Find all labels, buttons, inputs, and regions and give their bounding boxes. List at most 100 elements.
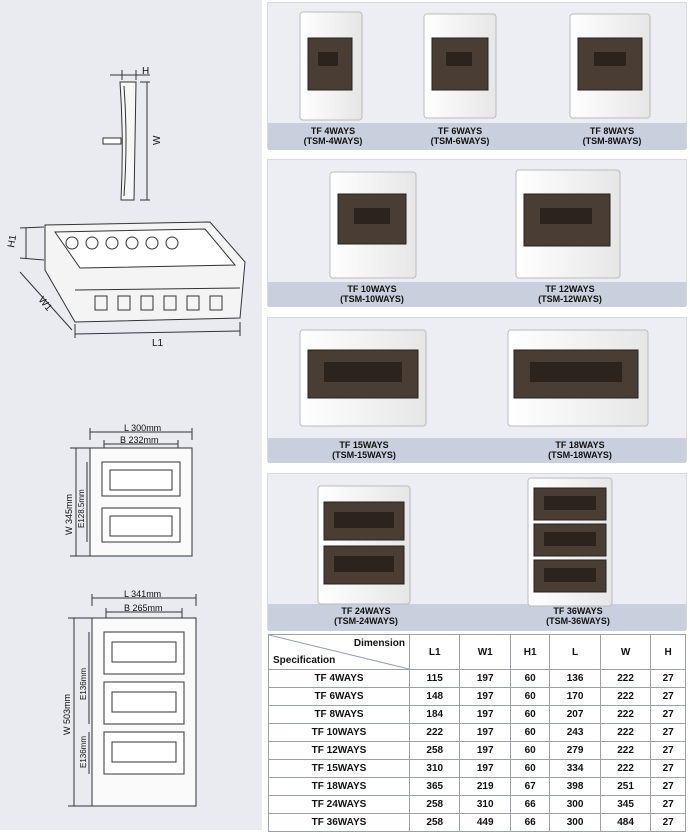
column-header: W1 <box>459 634 511 670</box>
caption-strip <box>268 123 686 150</box>
table-cell-value: 197 <box>459 723 511 742</box>
table-cell-value: 27 <box>650 723 686 742</box>
table-cell-value: 60 <box>509 705 551 724</box>
technical-drawings-panel: H W H1 W1 L1 <box>0 0 262 830</box>
table-cell-value: 222 <box>599 741 652 760</box>
product-image-10ways <box>329 171 417 279</box>
product-image-4ways <box>299 11 363 121</box>
table-cell-model: TF 8WAYS <box>268 705 410 724</box>
table-cell-value: 184 <box>408 705 461 724</box>
table-cell-value: 197 <box>459 687 511 706</box>
table-cell-value: 27 <box>650 705 686 724</box>
table-cell-model: TF 4WAYS <box>268 669 410 688</box>
iso-h1-label: H1 <box>6 234 19 249</box>
table-cell-value: 222 <box>599 705 652 724</box>
side-view-h-label: H <box>142 66 149 77</box>
product-image-36ways <box>527 477 613 607</box>
table-cell-value: 222 <box>599 759 652 778</box>
table-cell-value: 27 <box>650 741 686 760</box>
table-cell-model: TF 36WAYS <box>268 813 410 832</box>
table-cell-model: TF 12WAYS <box>268 741 410 760</box>
table-cell-value: 170 <box>549 687 601 706</box>
table-cell-model: TF 10WAYS <box>268 723 410 742</box>
table-cell-value: 258 <box>408 813 461 832</box>
column-header: L <box>549 634 601 670</box>
table-header-row: Dimension Specification L1 W1 H1 L W H <box>268 634 686 670</box>
table-cell-value: 197 <box>459 759 511 778</box>
column-header: W <box>599 634 652 670</box>
column-header: H <box>650 634 686 670</box>
table-cell-value: 66 <box>509 795 551 814</box>
table-cell-value: 365 <box>408 777 461 796</box>
table-cell-model: TF 15WAYS <box>268 759 410 778</box>
table-cell-value: 27 <box>650 795 686 814</box>
table-cell-value: 300 <box>549 813 601 832</box>
front-view-two-row-drawing: L 300mm B 232mm W 345mm E128.5mm <box>64 423 193 557</box>
table-cell-value: 60 <box>509 669 551 688</box>
table-cell-value: 27 <box>650 777 686 796</box>
front3-w-label: W 503mm <box>62 694 72 735</box>
front3-l-label: L 341mm <box>124 589 161 599</box>
table-cell-value: 207 <box>549 705 601 724</box>
table-cell-value: 258 <box>408 795 461 814</box>
table-cell-value: 60 <box>509 759 551 778</box>
table-cell-value: 197 <box>459 741 511 760</box>
table-cell-value: 66 <box>509 813 551 832</box>
caption-6ways: TF 6WAYS(TSM-6WAYS) <box>430 126 490 146</box>
product-image-24ways <box>317 485 411 605</box>
caption-24ways: TF 24WAYS(TSM-24WAYS) <box>334 606 398 626</box>
table-cell-value: 310 <box>459 795 511 814</box>
column-header: H1 <box>509 634 551 670</box>
side-view-w-label: W <box>152 135 163 145</box>
caption-12ways: TF 12WAYS(TSM-12WAYS) <box>538 284 602 304</box>
front2-l-label: L 300mm <box>124 423 161 433</box>
table-cell-value: 222 <box>599 669 652 688</box>
table-cell-value: 279 <box>549 741 601 760</box>
table-cell-value: 219 <box>459 777 511 796</box>
table-cell-value: 222 <box>408 723 461 742</box>
caption-36ways: TF 36WAYS(TSM-36WAYS) <box>546 606 610 626</box>
table-cell-model: TF 6WAYS <box>268 687 410 706</box>
table-cell-value: 27 <box>650 813 686 832</box>
table-cell-value: 148 <box>408 687 461 706</box>
table-cell-value: 310 <box>408 759 461 778</box>
table-cell-value: 484 <box>599 813 652 832</box>
table-cell-value: 60 <box>509 723 551 742</box>
table-cell-value: 27 <box>650 669 686 688</box>
table-cell-value: 197 <box>459 705 511 724</box>
caption-strip <box>268 282 686 307</box>
front2-b-label: B 232mm <box>120 435 159 445</box>
table-cell-value: 251 <box>599 777 652 796</box>
table-cell-value: 449 <box>459 813 511 832</box>
table-cell-value: 197 <box>459 669 511 688</box>
front2-e-label: E128.5mm <box>77 489 86 528</box>
caption-strip <box>268 604 686 631</box>
isometric-view-drawing: H1 W1 L1 <box>6 221 246 349</box>
table-cell-model: TF 18WAYS <box>268 777 410 796</box>
table-cell-value: 222 <box>599 687 652 706</box>
caption-8ways: TF 8WAYS(TSM-8WAYS) <box>582 126 642 146</box>
table-cell-value: 258 <box>408 741 461 760</box>
front3-e1-label: E136mm <box>79 668 88 700</box>
table-cell-value: 243 <box>549 723 601 742</box>
table-cell-value: 300 <box>549 795 601 814</box>
table-cell-value: 27 <box>650 687 686 706</box>
table-corner-cell: Dimension Specification <box>268 634 410 670</box>
table-cell-value: 60 <box>509 741 551 760</box>
product-image-18ways <box>507 329 649 427</box>
caption-18ways: TF 18WAYS(TSM-18WAYS) <box>548 440 612 460</box>
table-cell-value: 334 <box>549 759 601 778</box>
caption-10ways: TF 10WAYS(TSM-10WAYS) <box>340 284 404 304</box>
dimension-table: Dimension Specification L1 W1 H1 L W H T… <box>268 634 686 832</box>
table-cell-value: 398 <box>549 777 601 796</box>
table-cell-model: TF 24WAYS <box>268 795 410 814</box>
side-view-drawing: H W <box>102 66 163 201</box>
